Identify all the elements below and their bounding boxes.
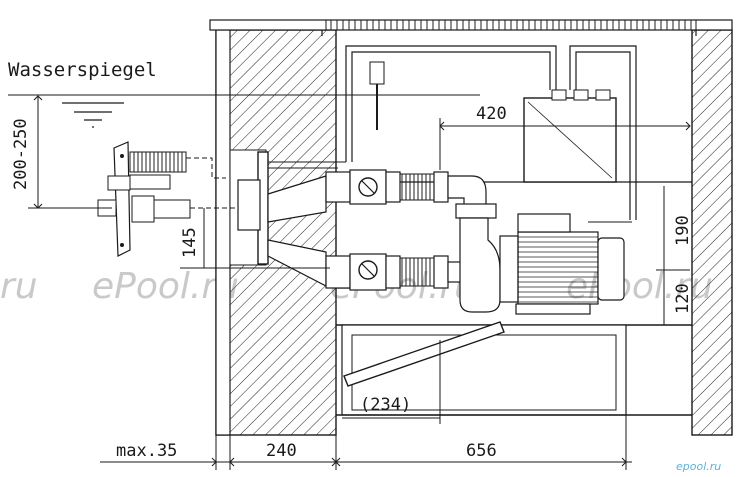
pump: [455, 203, 632, 315]
control-box: [345, 45, 637, 220]
depth-dimension-label: 200-250: [11, 118, 31, 190]
upper-pipe-line: [325, 169, 487, 207]
dimension-420-label: 420: [476, 104, 507, 124]
pool-wall: [215, 29, 337, 436]
right-wall: [691, 29, 733, 436]
dimension-145-label: 145: [180, 227, 200, 258]
dimension-120-label: 120: [673, 283, 693, 314]
dimension-lines: [28, 95, 691, 470]
brand-watermark: epool.ru: [676, 460, 721, 473]
lower-pipe-line: [325, 253, 465, 291]
dimension-240-label: 240: [266, 441, 297, 461]
dimension-656-label: 656: [466, 441, 497, 461]
support-bracket: [343, 321, 505, 387]
dimension-190-label: 190: [673, 215, 693, 246]
water-level: [8, 94, 480, 128]
water-level-label: Wasserspiegel: [8, 59, 157, 81]
cover-grating: [209, 19, 733, 36]
watermark-edge: ru: [0, 266, 38, 307]
watermark-left: ePool.ru: [92, 266, 239, 307]
nozzle-assembly: [97, 141, 240, 257]
dimension-max35-label: max.35: [116, 441, 177, 461]
wall-fittings: [237, 151, 346, 287]
dimension-234-label: (234): [360, 395, 411, 415]
